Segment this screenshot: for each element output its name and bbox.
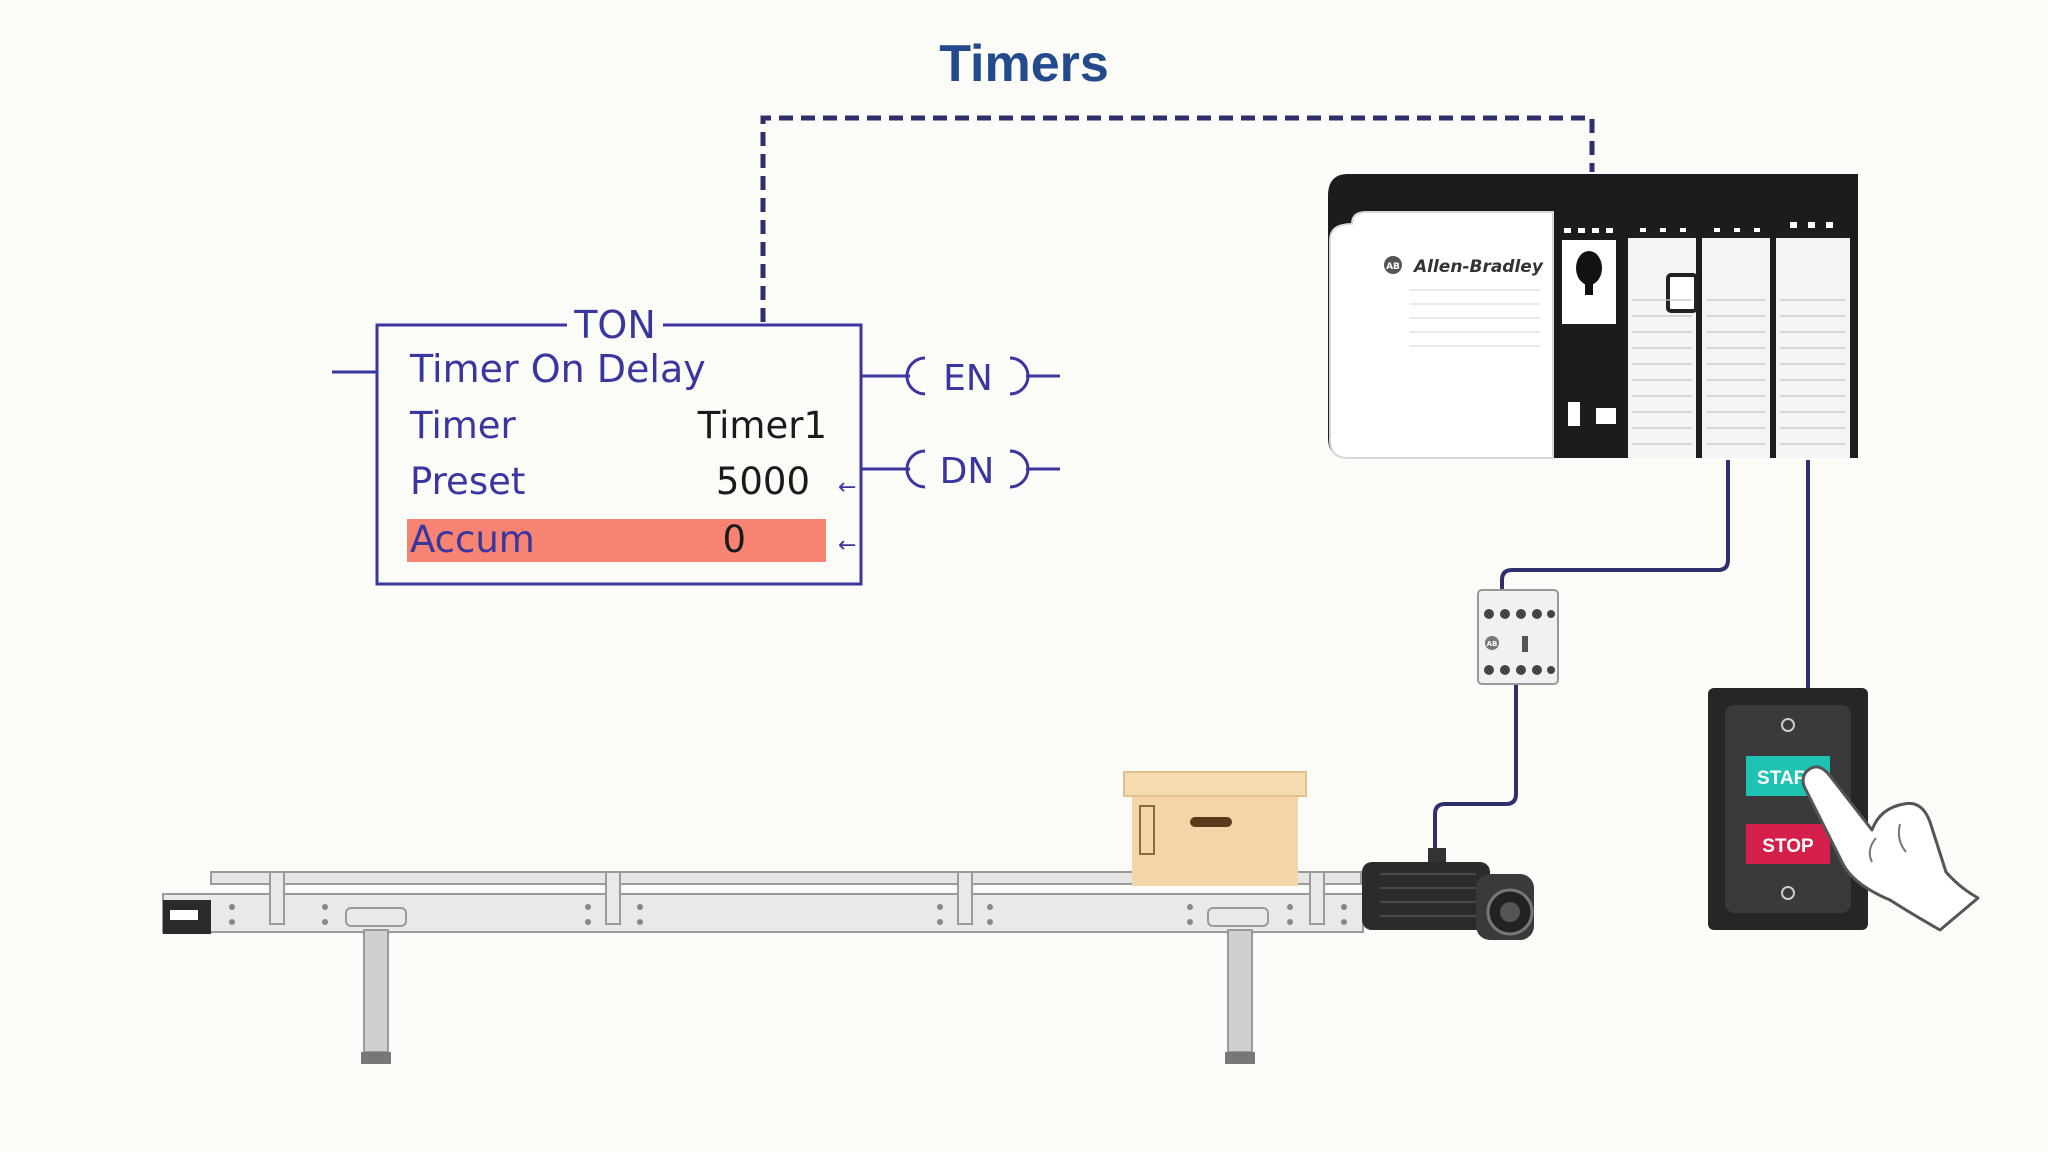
en-coil[interactable]: EN bbox=[861, 356, 1060, 399]
module-status-leds bbox=[1564, 222, 1833, 233]
conveyor-legs bbox=[363, 929, 1253, 1053]
key-switch-icon bbox=[1576, 251, 1602, 285]
accum-label: Accum bbox=[410, 518, 535, 561]
wire-contactor-to-motor bbox=[1433, 684, 1518, 848]
dn-coil-label: DN bbox=[940, 451, 995, 492]
plc-link-dashed-line bbox=[760, 115, 1595, 322]
preset-label: Preset bbox=[410, 460, 525, 503]
pointing-hand-icon bbox=[1801, 765, 1980, 932]
accum-value[interactable]: 0 bbox=[722, 518, 746, 561]
plc-brand-label: Allen-Bradley bbox=[1412, 257, 1544, 277]
conveyor bbox=[162, 871, 1364, 1064]
ton-name: Timer On Delay bbox=[409, 347, 706, 391]
preset-value[interactable]: 5000 bbox=[716, 460, 810, 503]
stop-button[interactable]: STOP bbox=[1746, 824, 1830, 864]
ton-header: TON bbox=[573, 303, 656, 347]
contactor-ab-logo-icon bbox=[1485, 636, 1499, 650]
plc-panel-lines bbox=[1410, 289, 1540, 347]
contactor: AB bbox=[1477, 589, 1559, 685]
ton-block-border bbox=[375, 323, 863, 586]
cardboard-box bbox=[1123, 771, 1307, 886]
ab-logo-badge: AB bbox=[1386, 262, 1400, 272]
en-coil-label: EN bbox=[943, 358, 993, 399]
timer-label: Timer bbox=[409, 404, 517, 447]
wire-plc-to-contactor bbox=[1500, 460, 1730, 592]
timer-value[interactable]: Timer1 bbox=[697, 404, 827, 447]
screw-icon bbox=[1781, 886, 1795, 900]
ab-logo-icon bbox=[1384, 256, 1402, 274]
screw-icon bbox=[1781, 718, 1795, 732]
page-title: Timers bbox=[939, 35, 1109, 93]
plc-processor-panel bbox=[1329, 211, 1554, 459]
io-module-vents bbox=[1632, 299, 1846, 445]
plc-rack: AB Allen-Bradley bbox=[1328, 174, 1858, 459]
contactor-ab-badge: AB bbox=[1487, 640, 1498, 648]
dn-coil[interactable]: DN bbox=[861, 449, 1060, 492]
stop-button-label: STOP bbox=[1762, 836, 1814, 857]
accum-highlight bbox=[407, 519, 826, 562]
preset-arrow-icon: ← bbox=[838, 475, 856, 500]
accum-arrow-icon: ← bbox=[838, 533, 856, 558]
motor bbox=[1362, 848, 1534, 940]
ton-instruction-block[interactable]: TON Timer On Delay Timer Timer1 Preset 5… bbox=[332, 303, 863, 586]
